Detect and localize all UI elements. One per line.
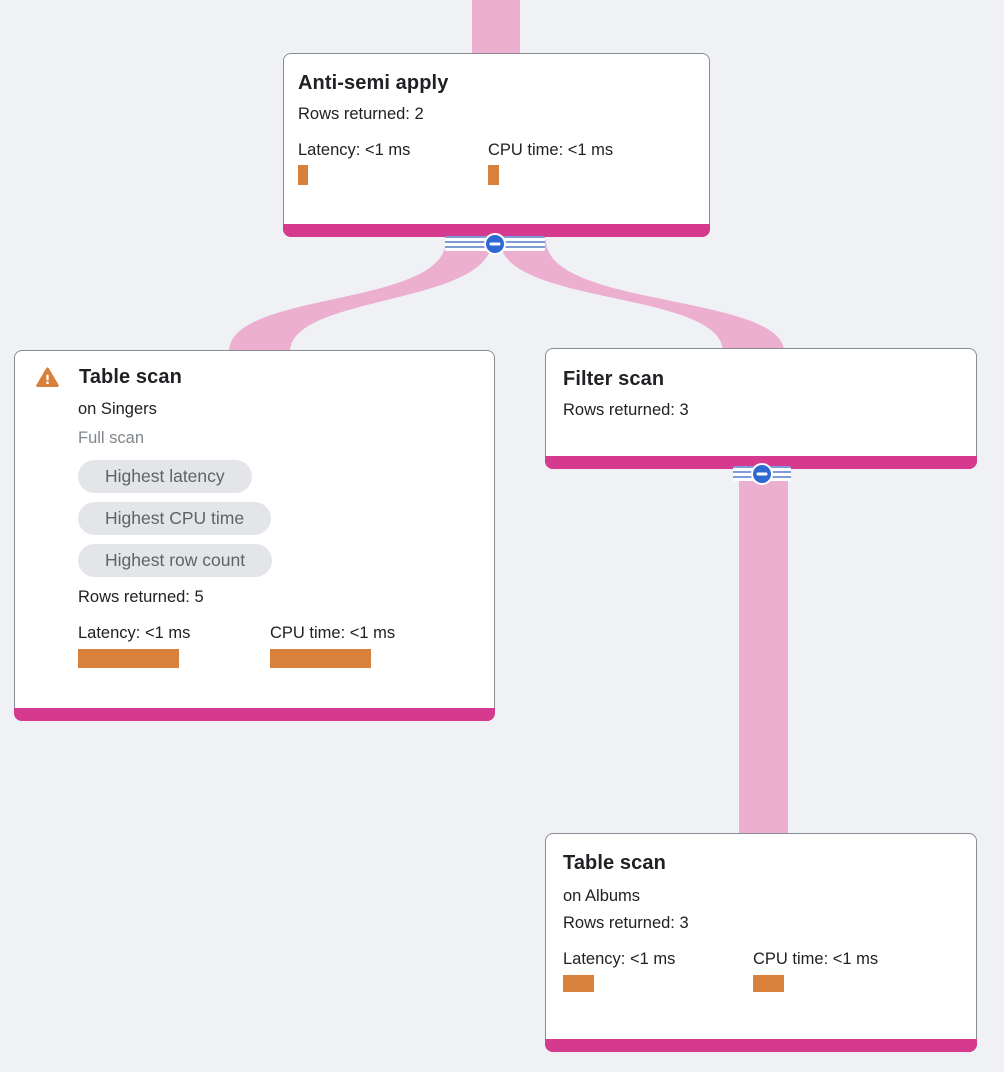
edge-root-to-table-scan-singers bbox=[229, 240, 492, 352]
node-footer-bar bbox=[283, 224, 710, 237]
collapse-button-filter-scan[interactable] bbox=[733, 462, 791, 485]
node-subtitle: on Singers bbox=[78, 400, 157, 418]
node-header: Table scan bbox=[36, 364, 474, 390]
metrics-row: Latency: <1 ms CPU time: <1 ms bbox=[78, 622, 474, 668]
node-title: Table scan bbox=[563, 852, 666, 874]
badge-list: Highest latency Highest CPU time Highest… bbox=[78, 460, 474, 577]
latency-metric: Latency: <1 ms bbox=[563, 948, 753, 992]
badge-highest-row-count: Highest row count bbox=[78, 544, 273, 577]
edge-root-to-filter-scan bbox=[500, 240, 784, 352]
cpu-bar bbox=[488, 165, 499, 185]
node-title: Table scan bbox=[79, 366, 182, 388]
collapse-button-anti-semi-apply[interactable] bbox=[445, 232, 545, 255]
latency-bar bbox=[298, 165, 308, 185]
edge-into-root bbox=[472, 0, 520, 56]
node-title: Anti-semi apply bbox=[298, 72, 449, 94]
latency-bar bbox=[563, 975, 594, 992]
node-footer-bar bbox=[545, 1039, 977, 1052]
node-subtitle: on Albums bbox=[563, 887, 641, 905]
metrics-row: Latency: <1 ms CPU time: <1 ms bbox=[563, 948, 959, 992]
collapse-minus-icon[interactable] bbox=[751, 462, 773, 485]
minus-glyph bbox=[756, 472, 768, 475]
cpu-metric: CPU time: <1 ms bbox=[488, 139, 613, 185]
cpu-label: CPU time: <1 ms bbox=[753, 950, 879, 968]
plan-node-table-scan-singers[interactable]: Table scan on Singers Full scan Highest … bbox=[14, 350, 495, 721]
cpu-label: CPU time: <1 ms bbox=[270, 624, 396, 642]
latency-label: Latency: <1 ms bbox=[563, 950, 676, 968]
latency-label: Latency: <1 ms bbox=[298, 141, 411, 159]
full-scan-note: Full scan bbox=[78, 429, 145, 447]
minus-glyph bbox=[489, 242, 501, 245]
plan-node-anti-semi-apply[interactable]: Anti-semi apply Rows returned: 2 Latency… bbox=[283, 53, 710, 237]
badge-highest-latency: Highest latency bbox=[78, 460, 252, 493]
node-footer-bar bbox=[14, 708, 495, 721]
rows-returned: Rows returned: 3 bbox=[563, 401, 689, 419]
cpu-bar bbox=[270, 649, 371, 668]
edge-filter-scan-to-table-scan-albums bbox=[739, 470, 788, 836]
latency-metric: Latency: <1 ms bbox=[298, 139, 488, 185]
cpu-label: CPU time: <1 ms bbox=[488, 141, 614, 159]
rows-returned: Rows returned: 2 bbox=[298, 105, 424, 123]
cpu-bar bbox=[753, 975, 784, 992]
warning-icon bbox=[36, 366, 59, 387]
rows-returned: Rows returned: 5 bbox=[78, 588, 204, 606]
cpu-metric: CPU time: <1 ms bbox=[270, 622, 395, 668]
plan-node-filter-scan[interactable]: Filter scan Rows returned: 3 bbox=[545, 348, 977, 469]
plan-node-table-scan-albums[interactable]: Table scan on Albums Rows returned: 3 La… bbox=[545, 833, 977, 1052]
badge-highest-cpu-time: Highest CPU time bbox=[78, 502, 272, 535]
metrics-row: Latency: <1 ms CPU time: <1 ms bbox=[298, 139, 695, 185]
latency-label: Latency: <1 ms bbox=[78, 624, 191, 642]
cpu-metric: CPU time: <1 ms bbox=[753, 948, 878, 992]
rows-returned: Rows returned: 3 bbox=[563, 914, 689, 932]
latency-bar bbox=[78, 649, 179, 668]
node-title: Filter scan bbox=[563, 368, 665, 390]
collapse-minus-icon[interactable] bbox=[484, 232, 506, 255]
latency-metric: Latency: <1 ms bbox=[78, 622, 270, 668]
